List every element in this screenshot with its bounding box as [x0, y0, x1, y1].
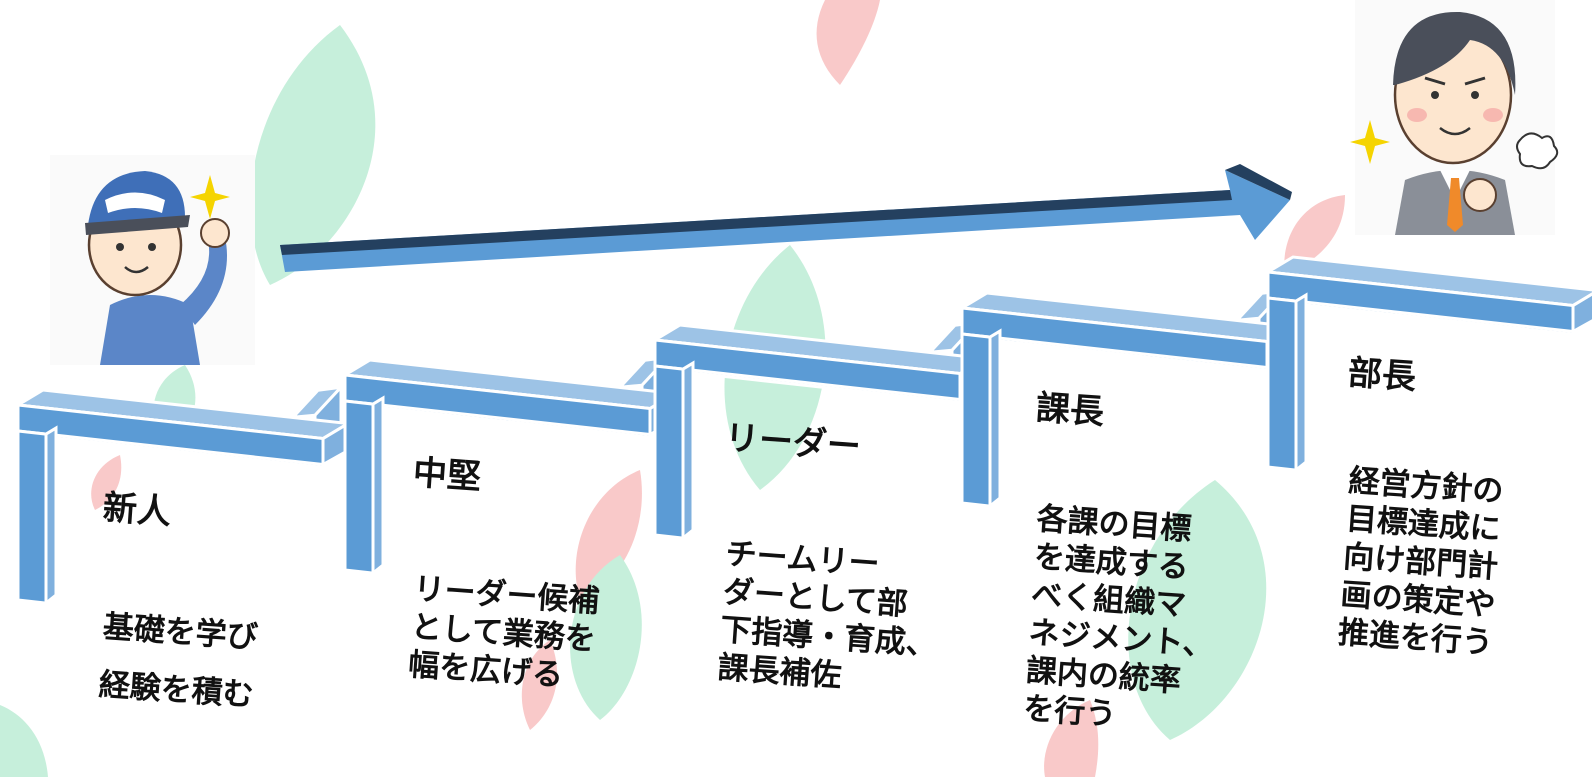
stage-title-newcomer: 新人: [101, 487, 173, 533]
step-post-front: [16, 429, 48, 605]
progress-arrow-icon: [280, 164, 1292, 272]
step-post-side: [371, 395, 385, 577]
sparkle-icon: [190, 175, 230, 219]
step-post-side: [44, 425, 58, 607]
sparkle-icon: [1350, 120, 1390, 164]
petal: [575, 470, 642, 600]
stage-title-department-head: 部長: [1346, 352, 1418, 398]
stage-description-leader: チームリー ダーとして部 下指導・育成、 課長補佐: [716, 535, 939, 695]
manager-businessman-icon: [1350, 0, 1559, 235]
stage-description-section-chief: 各課の目標 を達成する べく組織マ ネジメント、 課内の統率 を行う: [1022, 500, 1215, 733]
petal: [816, 0, 880, 85]
progress-arrow-head-edge: [1225, 164, 1292, 200]
petal: [1044, 700, 1099, 777]
stage-steps: [13, 255, 1592, 607]
stage-title-leader: リーダー: [723, 417, 863, 468]
stage-description-midlevel: リーダー候補 として業務を 幅を広げる: [407, 570, 601, 694]
stage-description-newcomer: 基礎を学び 経験を積む: [97, 608, 259, 714]
step-post-front: [1266, 296, 1298, 472]
stage-title-section-chief: 課長: [1034, 387, 1106, 433]
petal: [570, 555, 642, 720]
stage-description-department-head: 経営方針の 目標達成に 向け部門計 画の策定や 推進を行う: [1336, 462, 1505, 662]
stage-step-5: [1263, 255, 1592, 474]
step-post-front: [343, 399, 375, 575]
petal: [250, 25, 376, 285]
step-post-side: [988, 328, 1002, 510]
petal: [521, 640, 558, 730]
step-post-side: [1294, 292, 1308, 474]
petal: [1284, 195, 1345, 275]
step-beam-end: [1571, 292, 1592, 335]
progress-arrow-shadow: [280, 190, 1232, 255]
petal: [91, 455, 122, 510]
step-post-side: [681, 360, 695, 542]
step-post-front: [960, 332, 992, 508]
newcomer-worker-icon: [50, 155, 255, 365]
petal: [0, 705, 48, 777]
stage-step-1: [13, 383, 353, 607]
stage-step-4: [957, 286, 1297, 510]
petal: [1128, 480, 1267, 740]
step-post-front: [653, 364, 685, 540]
stage-title-midlevel: 中堅: [411, 452, 483, 498]
